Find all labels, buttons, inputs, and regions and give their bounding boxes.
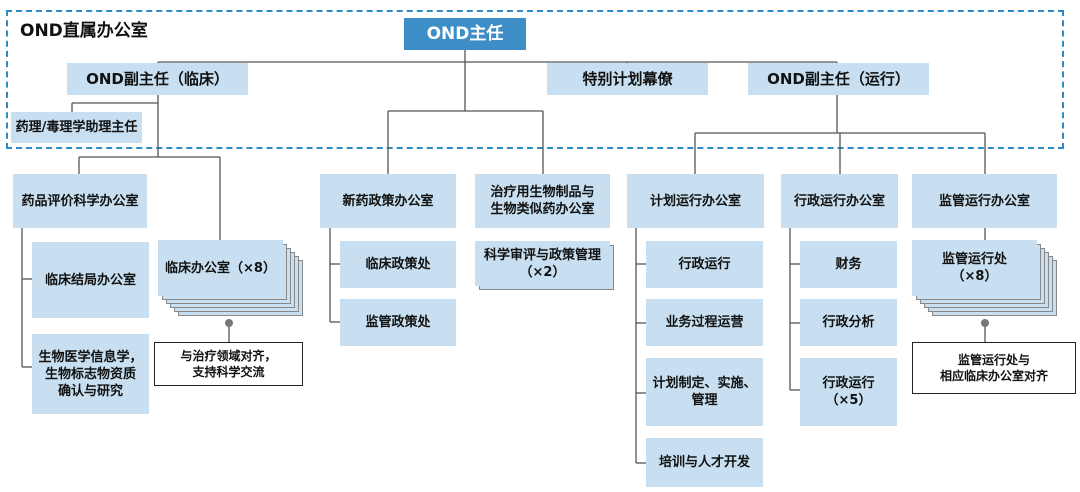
- deputy-ops-box: OND副主任（运行）: [748, 63, 929, 95]
- ond-director-box: OND主任: [404, 18, 526, 50]
- plan-impl-box: 计划制定、实施、 管理: [646, 358, 763, 426]
- finance-box: 财务: [800, 241, 897, 288]
- reg-ops-note: 监管运行处与 相应临床办公室对齐: [912, 342, 1076, 394]
- admin-analysis-label: 行政分析: [822, 315, 875, 330]
- clinical-structure-label: 临床结局办公室: [44, 272, 136, 288]
- deputy-clinical-label: OND副主任（临床）: [86, 69, 229, 88]
- biologics-office-box: 治疗用生物制品与 生物类似药办公室: [475, 174, 610, 228]
- reg-policy-label: 监管政策处: [365, 315, 431, 330]
- drug-eval-office-label: 药品评价科学办公室: [21, 193, 139, 209]
- clinical-policy-label: 临床政策处: [365, 257, 431, 272]
- biologics-office-label: 治疗用生物制品与 生物类似药办公室: [490, 185, 595, 217]
- sci-review-box: 科学审评与政策管理 （×2）: [475, 241, 610, 286]
- biomed-info-label: 生物医学信息学， 生物标志物资质 确认与研究: [38, 349, 143, 399]
- section-label: OND直属办公室: [20, 21, 148, 41]
- reg-policy-box: 监管政策处: [340, 299, 456, 346]
- new-drug-policy-office-box: 新药政策办公室: [320, 174, 456, 228]
- planning-ops-office-box: 计划运行办公室: [627, 174, 764, 228]
- pharm-tox-box: 药理/毒理学助理主任: [11, 112, 142, 143]
- admin-run-label: 行政运行: [678, 257, 731, 272]
- reg-ops-div-label: 监管运行处 （×8）: [941, 252, 1007, 284]
- clinical-policy-box: 临床政策处: [340, 241, 456, 288]
- special-advisor-box: 特别计划幕僚: [547, 63, 708, 95]
- training-label: 培训与人才开发: [658, 455, 750, 470]
- admin-run-box: 行政运行: [646, 241, 763, 288]
- planning-ops-office-label: 计划运行办公室: [649, 193, 741, 209]
- deputy-clinical-box: OND副主任（临床）: [67, 63, 248, 95]
- admin-run5-label: 行政运行 （×5）: [822, 376, 875, 408]
- admin-run5-box: 行政运行 （×5）: [800, 358, 897, 426]
- ond-director-label: OND主任: [426, 23, 504, 44]
- reg-ops-office-label: 监管运行办公室: [938, 193, 1030, 209]
- reg-ops-office-box: 监管运行办公室: [912, 174, 1057, 228]
- reg-ops-div-box: 监管运行处 （×8）: [912, 240, 1037, 296]
- business-ops-box: 业务过程运营: [646, 299, 763, 346]
- new-drug-policy-office-label: 新药政策办公室: [342, 193, 434, 209]
- admin-ops-office-label: 行政运行办公室: [793, 193, 885, 209]
- reg-ops-note-text: 监管运行处与 相应临床办公室对齐: [939, 353, 1048, 383]
- business-ops-label: 业务过程运营: [665, 315, 744, 330]
- clinical-office-label: 临床办公室（×8）: [165, 260, 276, 276]
- clinical-structure-box: 临床结局办公室: [32, 242, 149, 318]
- training-box: 培训与人才开发: [646, 438, 763, 487]
- ond-direct-office-region: [6, 10, 1064, 149]
- finance-label: 财务: [835, 257, 862, 272]
- clinical-office-box: 临床办公室（×8）: [158, 240, 283, 296]
- clinical-office-note: 与治疗领域对齐， 支持科学交流: [154, 342, 303, 386]
- admin-ops-office-box: 行政运行办公室: [781, 174, 898, 228]
- biomed-info-box: 生物医学信息学， 生物标志物资质 确认与研究: [32, 334, 149, 414]
- sci-review-label: 科学审评与政策管理 （×2）: [483, 247, 601, 280]
- pharm-tox-label: 药理/毒理学助理主任: [15, 120, 138, 135]
- admin-analysis-box: 行政分析: [800, 299, 897, 346]
- clinical-office-note-text: 与治疗领域对齐， 支持科学交流: [180, 349, 277, 379]
- deputy-ops-label: OND副主任（运行）: [767, 69, 910, 88]
- plan-impl-label: 计划制定、实施、 管理: [652, 376, 757, 408]
- drug-eval-office-box: 药品评价科学办公室: [13, 174, 147, 228]
- special-advisor-label: 特别计划幕僚: [582, 69, 673, 88]
